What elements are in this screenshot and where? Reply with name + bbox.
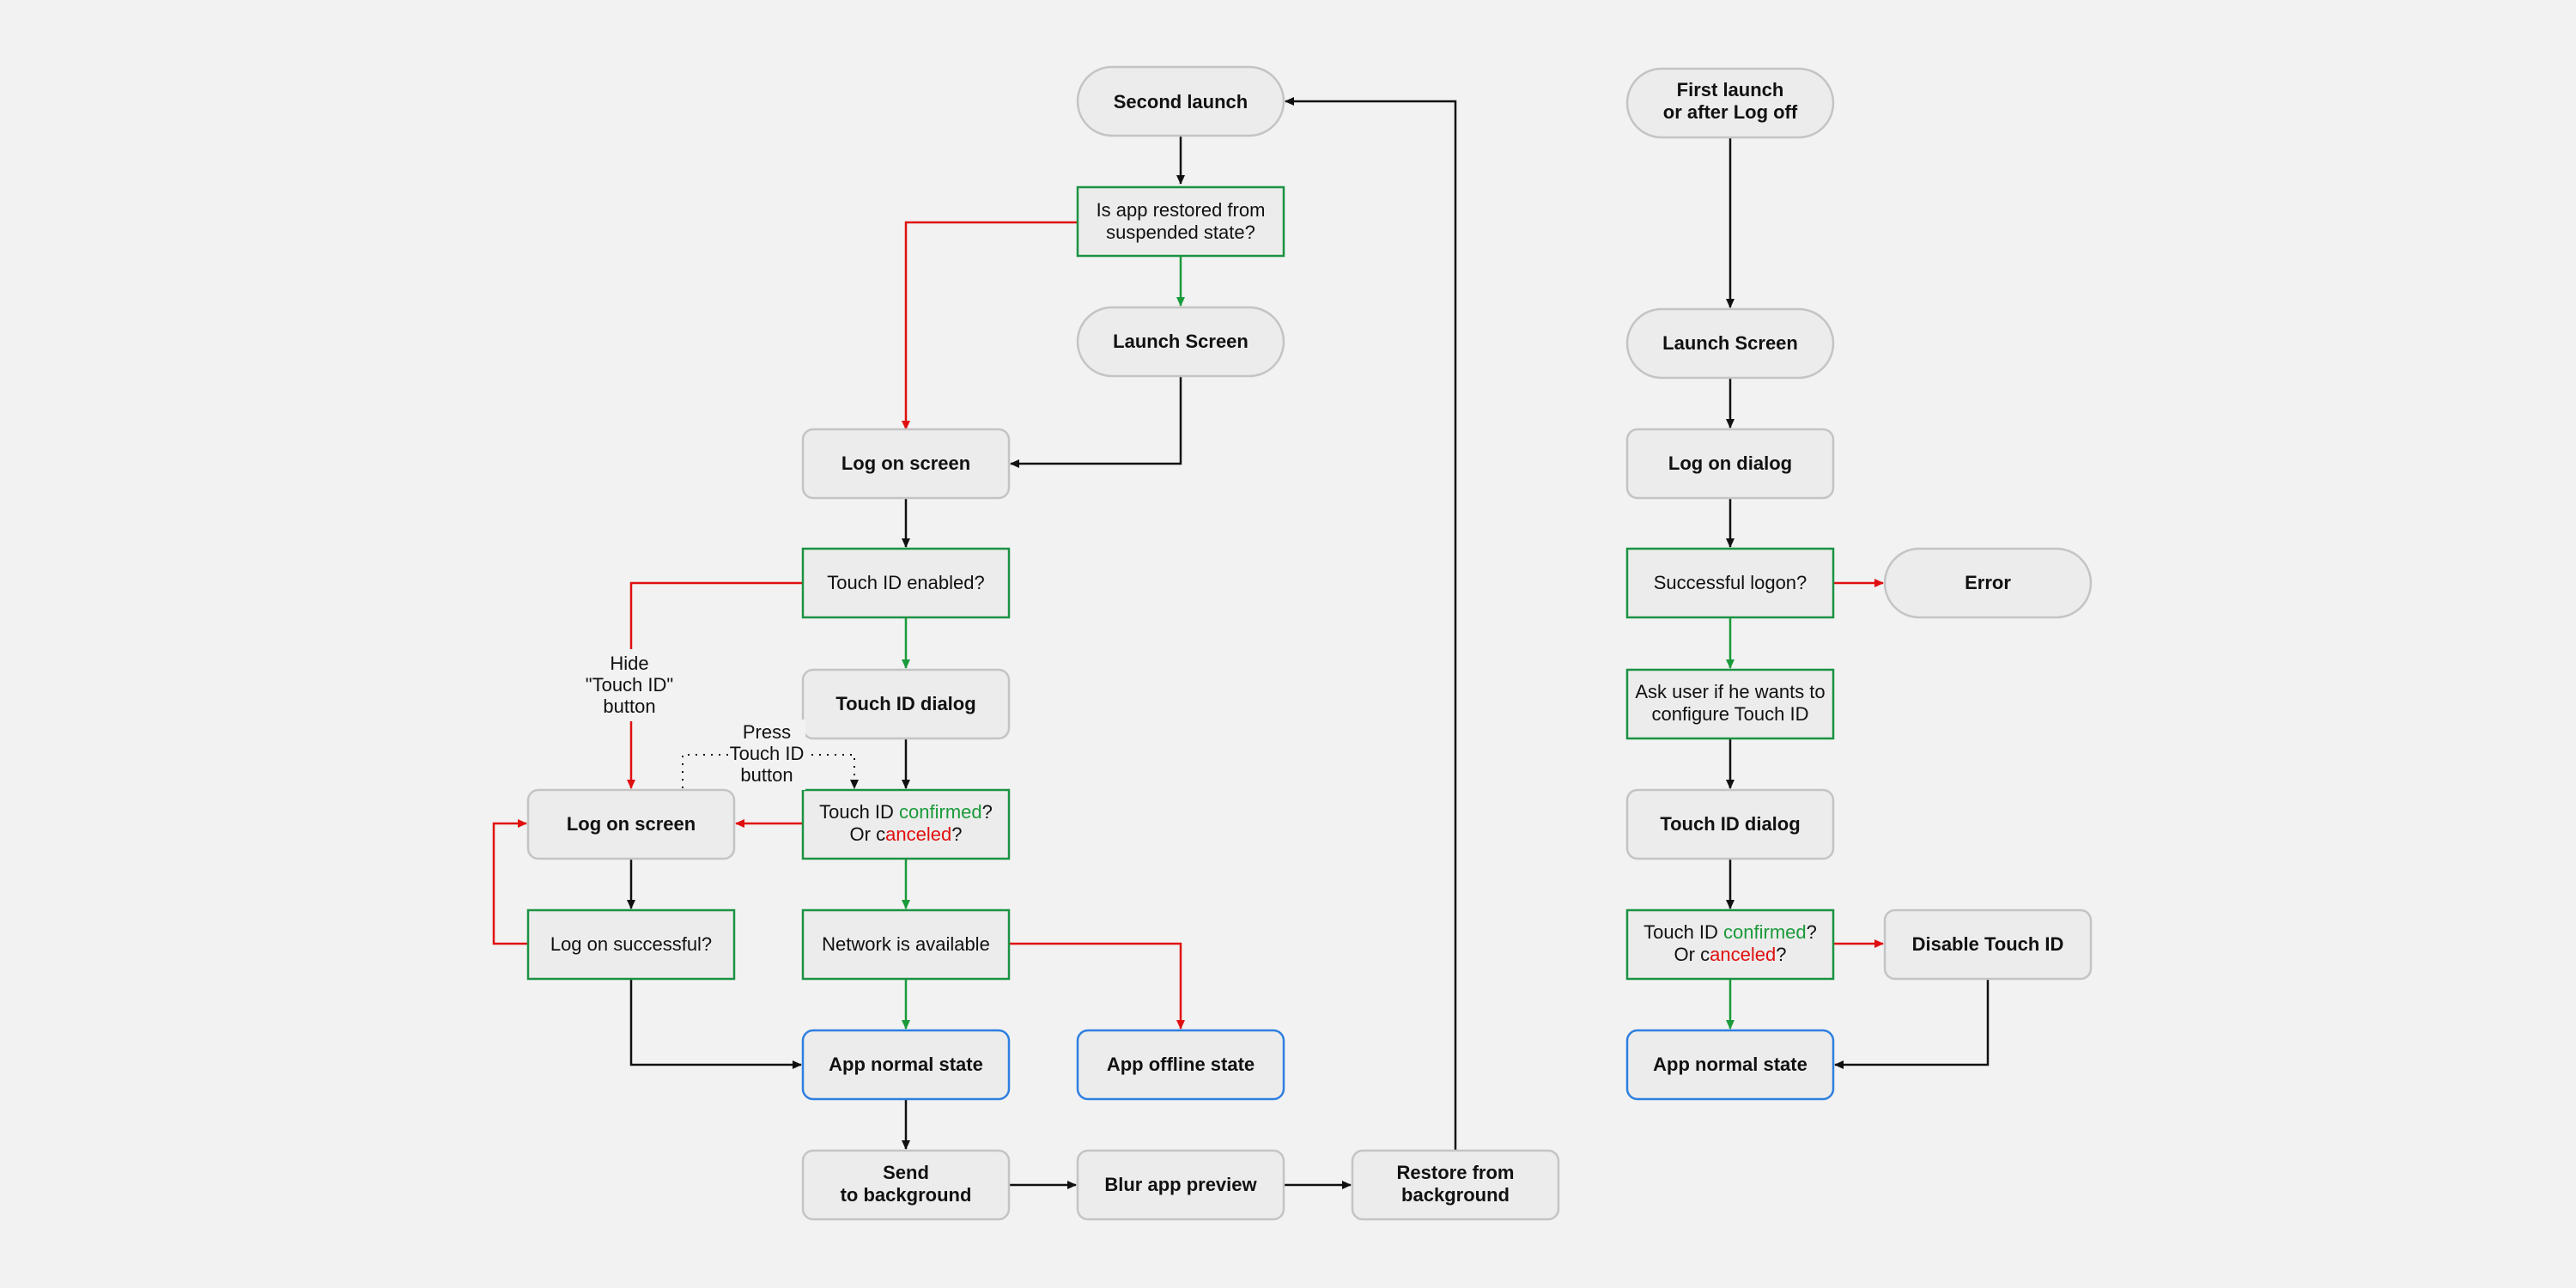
decision-touch-id-enabled-label: Touch ID enabled? — [827, 572, 984, 593]
decision-touch-id-confirmed-left: Touch ID confirmed? Or canceled? — [801, 788, 1011, 860]
node-log-on-screen-fallback: Log on screen — [526, 788, 736, 860]
node-disable-touch-id-label: Disable Touch ID — [1912, 933, 2064, 955]
edge-label-press-touch-id-line2: Touch ID — [730, 743, 805, 764]
node-blur-app-preview: Blur app preview — [1076, 1149, 1285, 1221]
decision-ask-user-configure-line2: configure Touch ID — [1651, 703, 1808, 725]
edge-network-no-to-offline — [1009, 942, 1185, 1030]
decision-log-on-successful: Log on successful? — [526, 908, 736, 981]
decision-touch-id-confirmed-right-line1: Touch ID confirmed? — [1643, 921, 1817, 943]
decision-is-app-restored: Is app restored from suspended state? — [1076, 185, 1285, 258]
decision-ask-user-configure: Ask user if he wants to configure Touch … — [1625, 668, 1835, 740]
edge-restore-to-second-launch — [1285, 97, 1457, 1151]
state-app-normal-right-label: App normal state — [1653, 1054, 1807, 1075]
node-send-to-background-line1: Send — [883, 1162, 929, 1183]
decision-touch-id-enabled: Touch ID enabled? — [801, 547, 1011, 619]
decision-touch-id-confirmed-left-line2: Or canceled? — [850, 823, 963, 845]
decision-touch-id-confirmed-right-line2: Or canceled? — [1674, 944, 1787, 965]
node-launch-screen-left: Launch Screen — [1076, 306, 1285, 378]
node-touch-id-dialog-right: Touch ID dialog — [1625, 788, 1835, 860]
node-launch-screen-right: Launch Screen — [1625, 307, 1835, 380]
node-restore-from-background-line2: background — [1401, 1184, 1510, 1206]
decision-network-available: Network is available — [801, 908, 1011, 981]
node-log-on-screen-top: Log on screen — [801, 428, 1011, 500]
node-blur-app-preview-label: Blur app preview — [1104, 1174, 1257, 1195]
node-log-on-dialog: Log on dialog — [1625, 428, 1835, 500]
node-touch-id-dialog-left-label: Touch ID dialog — [835, 693, 975, 714]
node-restore-from-background: Restore from background — [1351, 1149, 1560, 1221]
node-send-to-background-line2: to background — [841, 1184, 972, 1206]
state-app-normal-right: App normal state — [1625, 1029, 1835, 1101]
node-first-launch: First launch or after Log off — [1625, 67, 1835, 139]
node-error: Error — [1883, 547, 2093, 619]
node-first-launch-line2: or after Log off — [1663, 101, 1798, 123]
decision-touch-id-confirmed-right: Touch ID confirmed? Or canceled? — [1625, 908, 1835, 981]
connectors — [492, 97, 1990, 1189]
node-log-on-screen-top-label: Log on screen — [841, 453, 970, 474]
node-restore-from-background-line1: Restore from — [1397, 1162, 1515, 1183]
edge-label-hide-touch-id-line2: "Touch ID" — [586, 674, 673, 696]
state-app-normal-left-label: App normal state — [829, 1054, 983, 1075]
node-second-launch-label: Second launch — [1114, 91, 1248, 112]
node-touch-id-dialog-left: Touch ID dialog — [801, 668, 1011, 740]
decision-is-app-restored-line2: suspended state? — [1106, 222, 1255, 243]
edge-label-press-touch-id-line1: Press — [743, 721, 791, 743]
node-second-launch: Second launch — [1076, 65, 1285, 137]
node-first-launch-line1: First launch — [1677, 79, 1784, 100]
edge-label-press-touch-id-line3: button — [740, 764, 793, 786]
edge-log-on-successful-to-normal-state — [629, 979, 802, 1069]
node-log-on-dialog-label: Log on dialog — [1668, 453, 1792, 474]
decision-successful-logon-label: Successful logon? — [1654, 572, 1807, 593]
decision-successful-logon: Successful logon? — [1625, 547, 1835, 619]
state-app-offline: App offline state — [1076, 1029, 1285, 1101]
node-launch-screen-right-label: Launch Screen — [1662, 332, 1798, 354]
edge-label-hide-touch-id: Hide "Touch ID" button — [584, 649, 678, 721]
edge-launch-screen-to-log-on-screen — [1010, 376, 1182, 468]
node-send-to-background: Send to background — [801, 1149, 1011, 1221]
state-app-offline-label: App offline state — [1107, 1054, 1255, 1075]
node-launch-screen-left-label: Launch Screen — [1113, 331, 1249, 352]
decision-is-app-restored-line1: Is app restored from — [1097, 199, 1266, 221]
edge-disable-touch-id-to-normal-state — [1834, 979, 1990, 1069]
node-disable-touch-id: Disable Touch ID — [1883, 908, 2093, 981]
node-touch-id-dialog-right-label: Touch ID dialog — [1660, 813, 1800, 835]
node-error-label: Error — [1965, 572, 2011, 593]
node-log-on-screen-fallback-label: Log on screen — [567, 813, 696, 835]
edge-label-press-touch-id: Press Touch ID button — [728, 720, 805, 790]
edge-press-touch-id-dotted — [682, 754, 859, 789]
decision-network-available-label: Network is available — [822, 933, 990, 955]
edge-log-on-failed-loop — [492, 819, 528, 945]
edge-label-hide-touch-id-line1: Hide — [610, 653, 648, 674]
decision-log-on-successful-label: Log on successful? — [550, 933, 712, 955]
edge-label-hide-touch-id-line3: button — [603, 696, 655, 717]
state-app-normal-left: App normal state — [801, 1029, 1011, 1101]
decision-ask-user-configure-line1: Ask user if he wants to — [1635, 681, 1825, 702]
decision-touch-id-confirmed-left-line1: Touch ID confirmed? — [819, 801, 993, 823]
edge-restored-no-to-log-on-screen — [902, 221, 1078, 430]
